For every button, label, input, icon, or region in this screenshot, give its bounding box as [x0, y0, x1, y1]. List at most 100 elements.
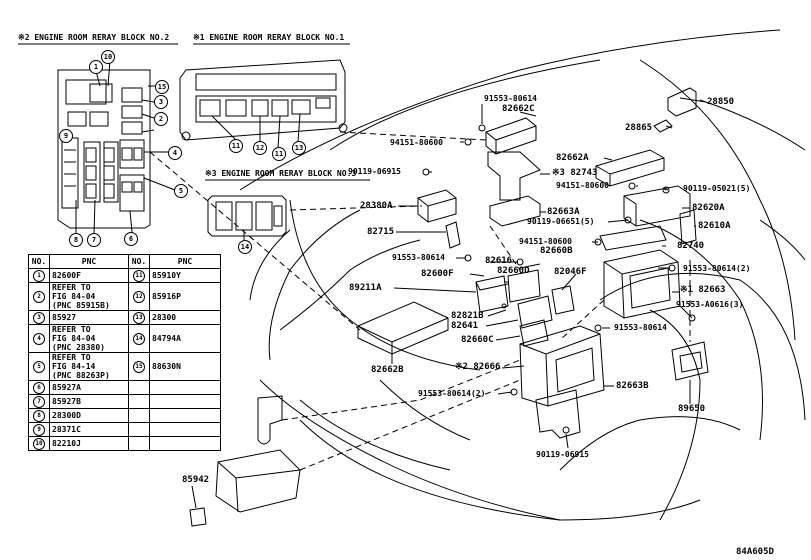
label-91553-80614-top: 91553-80614	[484, 94, 537, 103]
label-82610A: 82610A	[698, 221, 731, 231]
pnc-value	[149, 408, 221, 423]
label-91553-80614-b: 91553-80614	[392, 253, 445, 262]
callout-13: 13	[292, 141, 306, 155]
pnc-line: (PNC 85915B)	[52, 301, 110, 310]
pnc-value: 85927	[49, 310, 129, 325]
callout-15: 15	[155, 80, 169, 94]
pnc-row-number: 7	[28, 394, 50, 409]
pnc-row-number: 4	[28, 324, 50, 353]
row-number-circle: 3	[33, 311, 45, 324]
pnc-line: 82600F	[52, 271, 81, 280]
pnc-row-number: 5	[28, 352, 50, 381]
label-82620A: 82620A	[692, 203, 725, 213]
row-number-circle: 9	[33, 423, 45, 436]
pnc-value	[149, 394, 221, 409]
label-91553-80614-2a: 91553-80614(2)	[683, 264, 751, 273]
label-94151-80600-a: 94151-80600	[390, 138, 443, 147]
label-91553-80614-2b: 91553-80614(2)	[418, 389, 486, 398]
pnc-line: REFER TO	[52, 353, 91, 362]
pnc-row-number: 11	[128, 268, 150, 283]
label-90119-06915-a: 90119-06915	[348, 167, 401, 176]
pnc-row-number: 3	[28, 310, 50, 325]
header-relay-block-no2: ※2 ENGINE ROOM RERAY BLOCK NO.2	[18, 33, 170, 42]
pnc-row-number	[128, 422, 150, 437]
pnc-row-number: 1	[28, 268, 50, 283]
pnc-line: REFER TO	[52, 325, 91, 334]
label-82600F: 82600F	[421, 269, 454, 279]
pnc-line: 28300D	[52, 411, 81, 420]
header-relay-block-no3: ※3 ENGINE ROOM RERAY BLOCK NO.3	[205, 169, 357, 178]
row-number-circle: 7	[33, 395, 45, 408]
pnc-value: 84794A	[149, 324, 221, 353]
label-28865: 28865	[625, 123, 653, 133]
pnc-line: (PNC 28380)	[52, 343, 105, 352]
pnc-value: 82210J	[49, 436, 129, 451]
label-82660C: 82660C	[461, 335, 494, 345]
row-number-circle: 13	[133, 311, 145, 324]
pnc-line: 88630N	[152, 362, 181, 371]
label-82662B: 82662B	[371, 365, 404, 375]
pnc-row-number	[128, 380, 150, 395]
callout-1: 1	[89, 60, 103, 74]
callout-12: 12	[253, 141, 267, 155]
relay-block-no1-drawing	[179, 59, 348, 149]
label-91553-A0616: 91553-A0616(3)	[676, 300, 744, 309]
label-91553-80614-c: 91553-80614	[614, 323, 667, 332]
label-82662C: 82662C	[502, 104, 535, 114]
label-82663B: 82663B	[616, 381, 649, 391]
relay-block-no2-drawing	[57, 69, 151, 229]
pnc-value: 28371C	[49, 422, 129, 437]
pnc-row-number: 13	[128, 310, 150, 325]
pnc-line: 85916P	[152, 292, 181, 301]
pnc-value: 88630N	[149, 352, 221, 381]
pnc-line: REFER TO	[52, 283, 91, 292]
pnc-row-number: 12	[128, 282, 150, 311]
label-90119-06915-b: 90119-06915	[536, 450, 589, 459]
callout-8: 8	[69, 233, 83, 247]
label-82662A: 82662A	[556, 153, 589, 163]
label-90119-06651: 90119-06651(5)	[527, 217, 595, 226]
label-85942: 85942	[182, 475, 210, 485]
pnc-line: FIG 84-14	[52, 362, 96, 371]
row-number-circle: 11	[133, 269, 145, 282]
label-94151-80600-c: 94151-80600	[519, 237, 572, 246]
label-94151-80600-b: 94151-80600	[556, 181, 609, 190]
row-number-circle: 15	[133, 360, 145, 373]
pnc-line: 85910Y	[152, 271, 181, 280]
row-number-circle: 4	[33, 332, 45, 345]
label-82660B: 82660B	[540, 246, 573, 256]
row-number-circle: 5	[33, 360, 45, 373]
pnc-line: 82210J	[52, 439, 81, 448]
callout-3: 3	[154, 95, 168, 109]
callout-11b: 11	[272, 147, 286, 161]
label-82046F: 82046F	[554, 267, 587, 277]
pnc-value	[149, 380, 221, 395]
label-90119-05021: 90119-05021(5)	[683, 184, 751, 193]
label-82660D: 82660D	[497, 266, 530, 276]
label-82641: 82641	[451, 321, 479, 331]
pnc-header-cell: NO.	[28, 254, 50, 269]
label-82663: ※1 82663	[680, 285, 726, 295]
pnc-row-number	[128, 394, 150, 409]
label-82666: ※2 82666	[455, 362, 501, 372]
pnc-value: 85910Y	[149, 268, 221, 283]
label-82740: 82740	[677, 241, 705, 251]
pnc-value: 85916P	[149, 282, 221, 311]
pnc-value: 85927B	[49, 394, 129, 409]
vehicle-body-outline	[239, 29, 806, 521]
pnc-row-number: 9	[28, 422, 50, 437]
pnc-table-row: 7 85927B	[28, 394, 221, 409]
pnc-line: 85927	[52, 313, 77, 322]
